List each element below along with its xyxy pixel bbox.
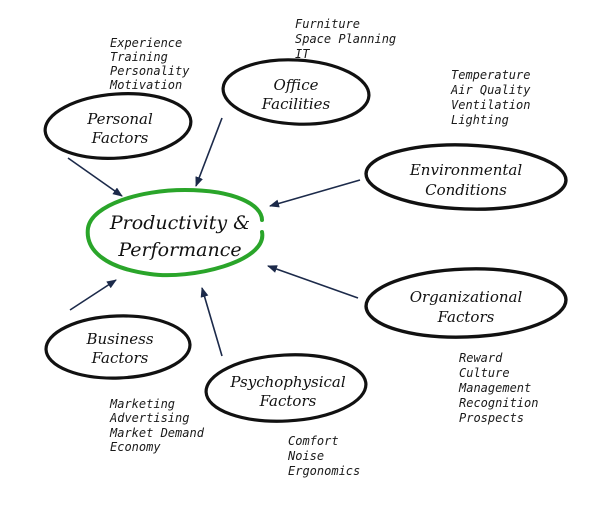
psychophysical-factors-list: Comfort Noise Ergonomics xyxy=(287,434,360,478)
list-item: Lighting xyxy=(451,113,509,127)
list-item: Management xyxy=(458,381,531,395)
list-item: Ventilation xyxy=(451,98,530,112)
psychophysical-factors-node: Psychophysical Factors xyxy=(204,353,368,423)
office-facilities-node: Office Facilities xyxy=(221,58,371,126)
office-facilities-ellipse xyxy=(221,58,371,126)
psychophysical-factors-label-line2: Factors xyxy=(259,392,317,410)
personal-factors-label-line2: Factors xyxy=(91,129,149,147)
list-item: Advertising xyxy=(109,411,189,425)
list-item: Motivation xyxy=(109,78,182,92)
arrow-personal-to-center xyxy=(67,157,123,197)
list-item: Air Quality xyxy=(450,83,531,97)
list-item: Market Demand xyxy=(109,426,205,440)
list-item: Temperature xyxy=(451,68,530,82)
personal-factors-ellipse xyxy=(43,92,193,160)
environmental-conditions-node: Environmental Conditions xyxy=(364,143,568,211)
organizational-factors-node: Organizational Factors xyxy=(364,267,568,339)
personal-factors-node: Personal Factors xyxy=(43,92,193,160)
list-item: Experience xyxy=(110,36,182,50)
arrow-organizational-to-center xyxy=(267,265,359,299)
business-factors-ellipse xyxy=(44,314,192,380)
organizational-factors-list: Reward Culture Management Recognition Pr… xyxy=(458,351,538,425)
arrow-office-to-center xyxy=(195,117,223,187)
environmental-conditions-list: Temperature Air Quality Ventilation Ligh… xyxy=(450,68,531,127)
office-facilities-list: Furniture Space Planning IT xyxy=(295,17,396,61)
business-factors-label-line1: Business xyxy=(85,330,153,348)
personal-factors-list: Experience Training Personality Motivati… xyxy=(109,36,190,92)
center-label-line1: Productivity & xyxy=(109,212,250,234)
list-item: Culture xyxy=(459,366,510,380)
business-factors-list: Marketing Advertising Market Demand Econ… xyxy=(109,397,205,454)
arrow-environmental-to-center xyxy=(269,179,361,208)
center-node: Productivity & Performance xyxy=(85,187,265,278)
list-item: Comfort xyxy=(288,434,339,448)
organizational-factors-label-line1: Organizational xyxy=(410,288,523,306)
arrow-business-to-center xyxy=(69,279,117,311)
organizational-factors-label-line2: Factors xyxy=(437,308,495,326)
list-item: IT xyxy=(295,47,310,61)
list-item: Reward xyxy=(459,351,503,365)
psychophysical-factors-ellipse xyxy=(204,353,368,423)
list-item: Personality xyxy=(110,64,190,78)
list-item: Marketing xyxy=(109,397,175,411)
environmental-conditions-ellipse xyxy=(364,143,568,211)
list-item: Noise xyxy=(287,449,324,463)
personal-factors-label-line1: Personal xyxy=(86,110,153,128)
organizational-factors-ellipse xyxy=(364,267,568,339)
office-facilities-label-line1: Office xyxy=(274,76,319,94)
business-factors-label-line2: Factors xyxy=(91,349,149,367)
list-item: Space Planning xyxy=(295,32,396,46)
environmental-conditions-label-line2: Conditions xyxy=(425,181,507,199)
arrow-psychophysical-to-center xyxy=(200,287,223,357)
center-ellipse xyxy=(85,187,265,278)
list-item: Furniture xyxy=(295,17,360,31)
psychophysical-factors-label-line1: Psychophysical xyxy=(229,373,346,391)
list-item: Training xyxy=(110,50,168,64)
business-factors-node: Business Factors xyxy=(44,314,192,380)
list-item: Prospects xyxy=(459,411,524,425)
office-facilities-label-line2: Facilities xyxy=(261,95,331,113)
list-item: Economy xyxy=(110,440,161,454)
environmental-conditions-label-line1: Environmental xyxy=(409,161,522,179)
list-item: Ergonomics xyxy=(288,464,360,478)
center-label-line2: Performance xyxy=(117,239,241,261)
list-item: Recognition xyxy=(459,396,538,410)
